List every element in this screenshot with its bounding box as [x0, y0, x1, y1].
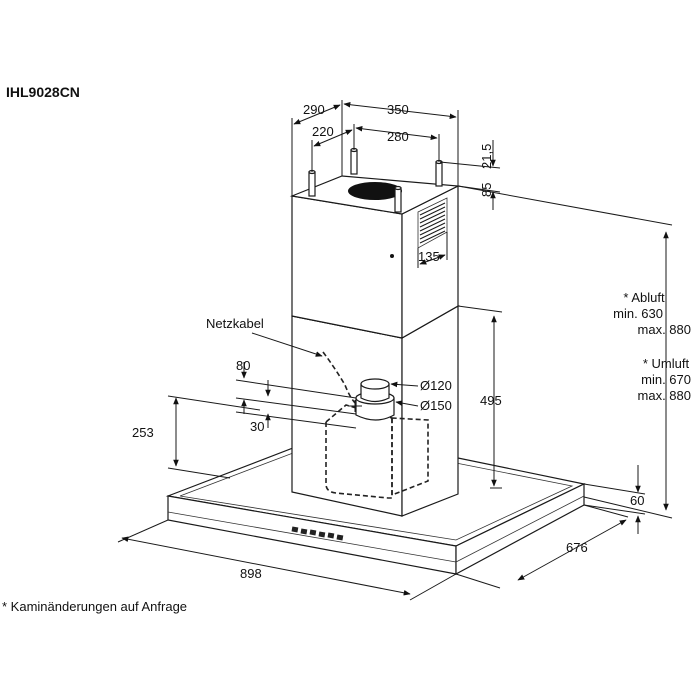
dim-676: 676 — [566, 540, 588, 555]
dim-30: 30 — [250, 419, 264, 434]
vent-grille — [417, 197, 448, 249]
dim-350: 350 — [387, 102, 409, 117]
model-title: IHL9028CN — [6, 84, 80, 100]
dim-253: 253 — [132, 425, 154, 440]
recirc-title: * Umluft — [643, 356, 690, 371]
power-cable-label: Netzkabel — [206, 316, 264, 331]
dim-60: 60 — [630, 493, 644, 508]
exhaust-title: * Abluft — [623, 290, 665, 305]
dim-495: 495 — [480, 393, 502, 408]
dim-280: 280 — [387, 129, 409, 144]
recirc-min: min. 670 — [641, 372, 691, 387]
duct-stub — [355, 378, 395, 421]
dim-21-5: 21,5 — [479, 144, 494, 169]
dim-290: 290 — [303, 102, 325, 117]
dim-dia-150: Ø150 — [420, 398, 452, 413]
exhaust-max: max. 880 — [638, 322, 691, 337]
footnote: * Kaminänderungen auf Anfrage — [2, 599, 187, 614]
dim-220: 220 — [312, 124, 334, 139]
dim-dia-120: Ø120 — [420, 378, 452, 393]
dim-85: 85 — [479, 183, 494, 197]
dim-80: 80 — [236, 358, 250, 373]
dim-135: 135 — [418, 249, 440, 264]
power-cable — [322, 351, 357, 405]
dim-898: 898 — [240, 566, 262, 581]
exhaust-min: min. 630 — [613, 306, 663, 321]
recirc-max: max. 880 — [638, 388, 691, 403]
